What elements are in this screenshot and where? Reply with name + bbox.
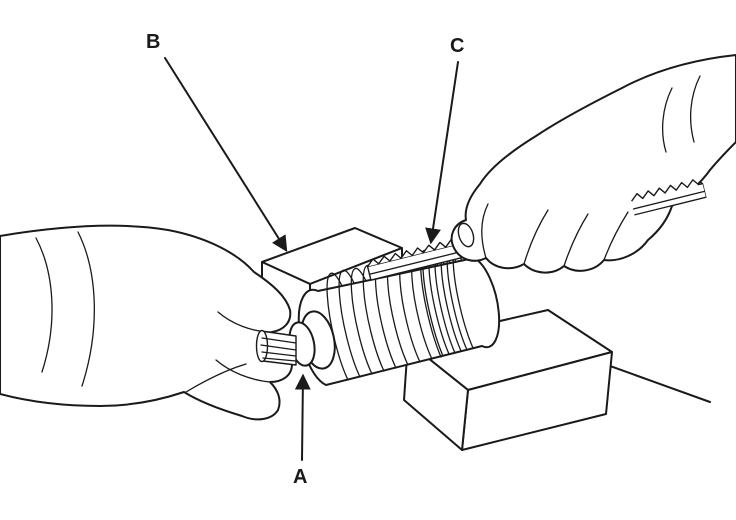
right-finger-separation-2: [563, 213, 589, 267]
saw-blade-front-bottom-edge: [634, 196, 707, 216]
label-a: A: [293, 466, 307, 488]
right-sleeve-fold-2: [662, 87, 673, 153]
armature-shaft-end: [255, 310, 336, 370]
right-hand: [450, 54, 736, 274]
saw-blade-front-teeth: [631, 179, 703, 202]
shaft-splines: [260, 337, 297, 362]
left-finger-separation-2: [215, 359, 271, 383]
left-hand-outline: [0, 224, 293, 421]
left-sleeve-fold-2: [77, 231, 95, 387]
right-sleeve-fold-1: [690, 75, 701, 143]
right-thumb-line: [481, 203, 489, 259]
right-finger-separation-1: [523, 209, 549, 265]
label-b-arrow: [164, 57, 288, 253]
support-block: [403, 309, 613, 451]
label-c: C: [450, 35, 464, 57]
callouts: B C A: [146, 31, 464, 488]
label-a-arrow: [294, 373, 311, 461]
support-block-left-face: [403, 341, 469, 451]
right-finger-separation-3: [603, 211, 629, 261]
label-c-arrow: [425, 61, 459, 245]
left-hand: [0, 224, 293, 421]
left-sleeve-fold-1: [35, 237, 53, 373]
left-thumb-line: [185, 363, 247, 393]
label-b: B: [146, 31, 160, 53]
saw-blade-front-body: [631, 183, 706, 215]
saw-blade-front-segment: [631, 179, 707, 216]
thumbnail: [457, 222, 475, 248]
saw-blade-front-midline: [632, 190, 706, 210]
right-hand-outline: [450, 54, 736, 274]
